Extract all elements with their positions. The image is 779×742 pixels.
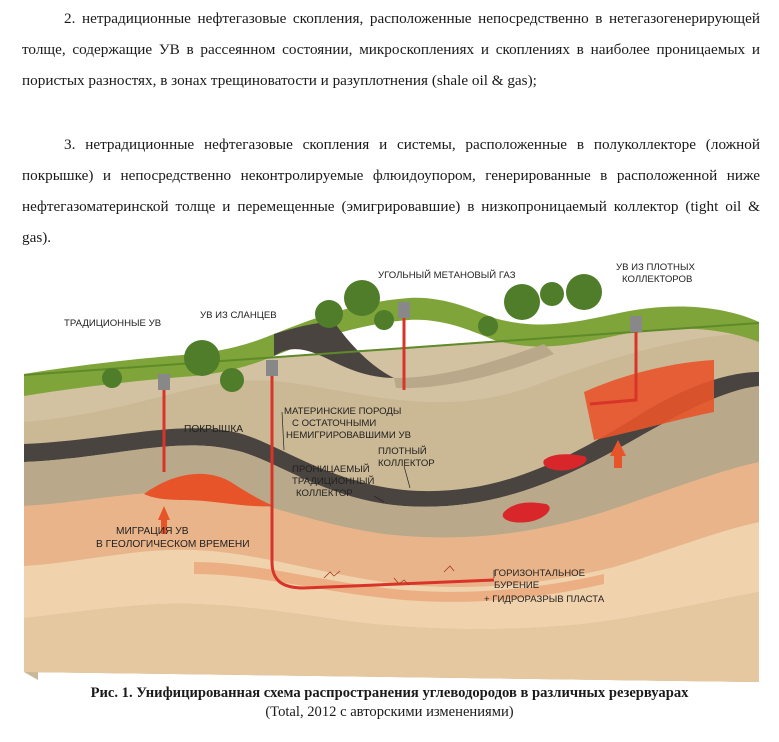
label-tight-1: УВ ИЗ ПЛОТНЫХ bbox=[616, 262, 695, 273]
label-perm-2: ТРАДИЦИОННЫЙ bbox=[292, 475, 375, 487]
label-horiz-1: ГОРИЗОНТАЛЬНОЕ bbox=[494, 568, 585, 579]
paragraph-2-text: 2. нетрадиционные нефтегазовые скопления… bbox=[22, 10, 760, 89]
paragraph-3: 3. нетрадиционные нефтегазовые скопления… bbox=[22, 129, 760, 253]
wells bbox=[162, 312, 638, 590]
tight-oil-blob-1 bbox=[543, 454, 587, 471]
label-tightres-2: КОЛЛЕКТОР bbox=[378, 458, 435, 469]
label-source-3: НЕМИГРИРОВАВШИМИ УВ bbox=[286, 430, 411, 441]
fractures bbox=[323, 565, 455, 586]
shale-well bbox=[270, 370, 495, 590]
label-source-2: С ОСТАТОЧНЫМИ bbox=[292, 418, 376, 429]
caption-source: (Total, 2012 с авторскими изменениями) bbox=[265, 704, 514, 720]
traditional-reservoir-red bbox=[144, 473, 274, 507]
label-horiz-2: БУРЕНИЕ bbox=[494, 580, 539, 591]
tight-well bbox=[589, 326, 638, 406]
figure-caption: Рис. 1. Унифицированная схема распростра… bbox=[0, 684, 779, 722]
top-surface-outcrop-2 bbox=[394, 344, 554, 389]
lower-reservoir-band bbox=[194, 562, 604, 602]
layer-deep bbox=[24, 592, 759, 682]
label-coal-gas: УГОЛЬНЫЙ МЕТАНОВЫЙ ГАЗ bbox=[378, 269, 516, 281]
label-perm-3: КОЛЛЕКТОР bbox=[296, 488, 353, 499]
trees bbox=[102, 274, 602, 392]
paragraph-2: 2. нетрадиционные нефтегазовые скопления… bbox=[22, 3, 760, 96]
leader-lines bbox=[281, 411, 495, 578]
label-horiz-3: + ГИДРОРАЗРЫВ ПЛАСТА bbox=[484, 594, 605, 605]
label-perm-1: ПРОНИЦАЕМЫЙ bbox=[292, 463, 370, 475]
label-shale: УВ ИЗ СЛАНЦЕВ bbox=[200, 310, 277, 321]
layer-reservoir-orange bbox=[24, 462, 759, 587]
label-migration-2: В ГЕОЛОГИЧЕСКОМ ВРЕМЕНИ bbox=[96, 539, 250, 550]
top-surface-dark-outcrop bbox=[274, 322, 394, 378]
label-migration-1: МИГРАЦИЯ УВ bbox=[116, 526, 189, 537]
label-tight-2: КОЛЛЕКТОРОВ bbox=[622, 274, 692, 285]
well-heads bbox=[158, 302, 642, 390]
layer-seal bbox=[24, 386, 759, 538]
layer-sand bbox=[24, 522, 759, 630]
label-source-1: МАТЕРИНСКИЕ ПОРОДЫ bbox=[284, 406, 401, 417]
layer-dark-coal bbox=[24, 372, 759, 507]
migration-arrows bbox=[158, 440, 626, 534]
tight-oil-blob-2 bbox=[502, 502, 550, 523]
caption-title: Рис. 1. Унифицированная схема распростра… bbox=[90, 685, 689, 701]
paragraph-3-text: 3. нетрадиционные нефтегазовые скопления… bbox=[22, 136, 760, 246]
label-seal: ПОКРЫШКА bbox=[184, 424, 243, 435]
label-tightres-1: ПЛОТНЫЙ bbox=[378, 445, 427, 457]
front-face bbox=[24, 322, 759, 682]
tight-reservoir-red bbox=[584, 360, 714, 440]
label-traditional: ТРАДИЦИОННЫЕ УВ bbox=[64, 318, 161, 329]
hydrocarbon-reservoir-diagram: ТРАДИЦИОННЫЕ УВ УВ ИЗ СЛАНЦЕВ УГОЛЬНЫЙ М… bbox=[24, 262, 759, 682]
